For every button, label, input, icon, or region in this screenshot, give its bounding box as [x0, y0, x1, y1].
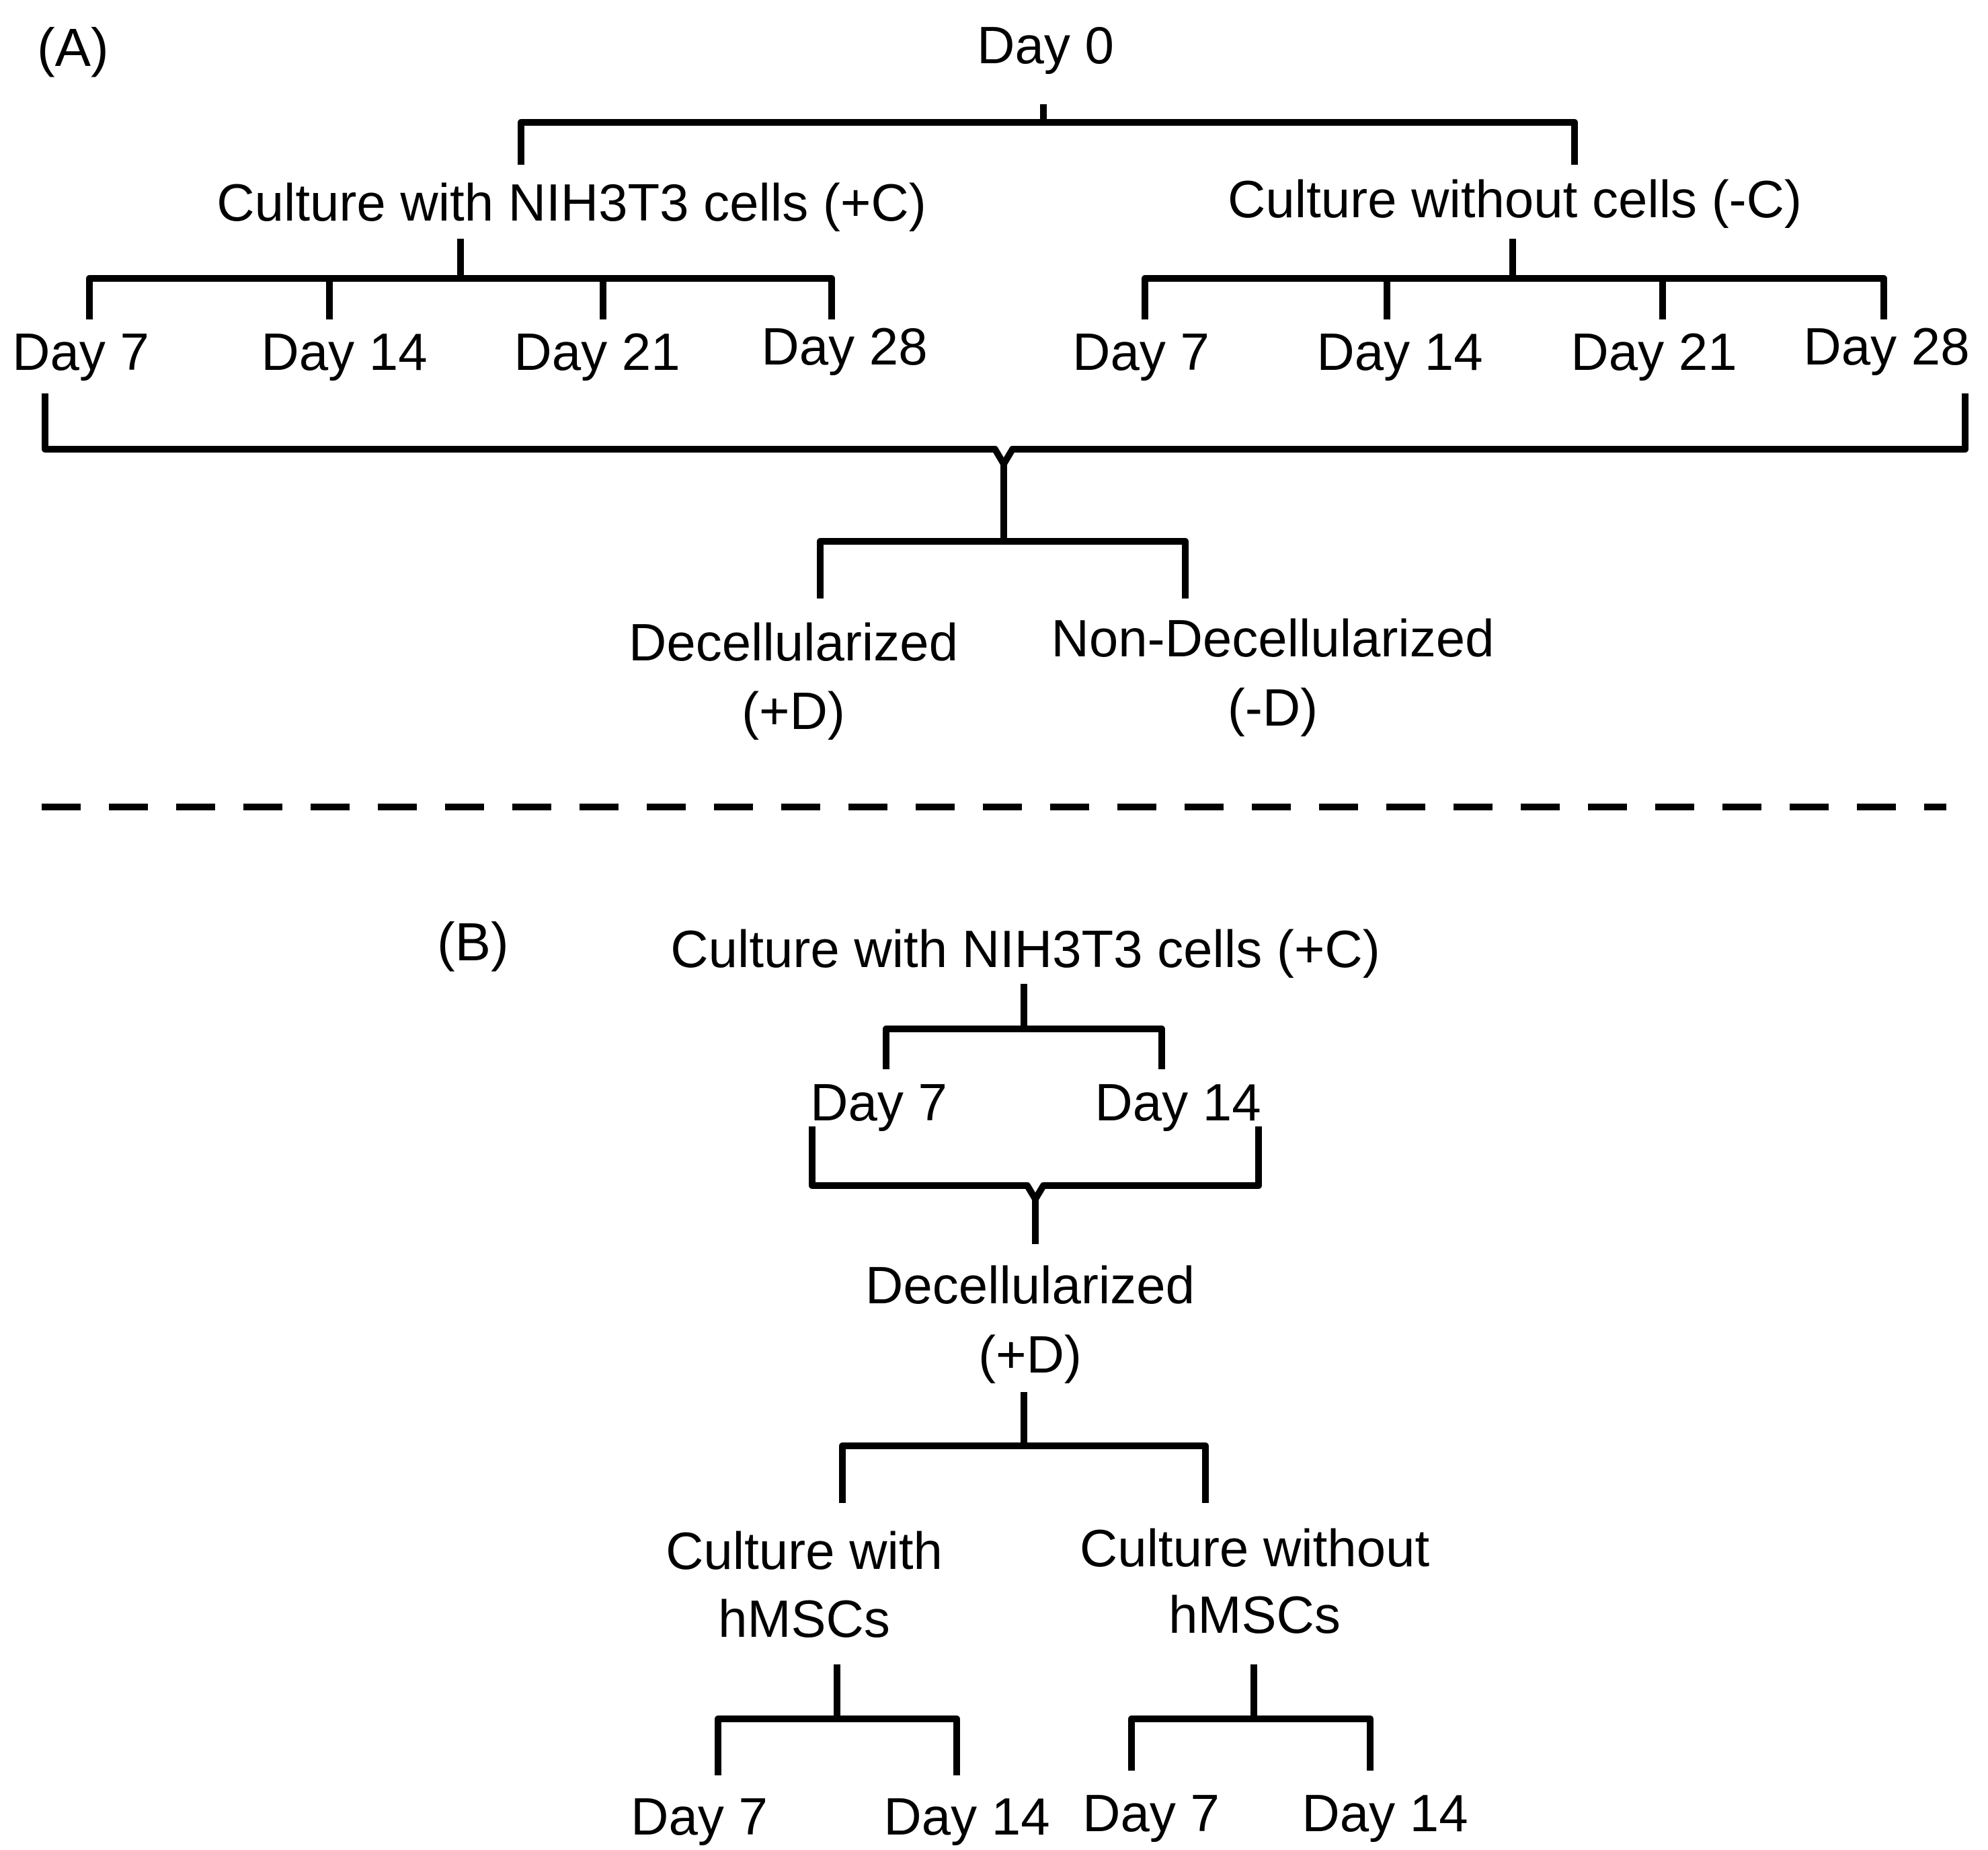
- panel-b-label: (B): [437, 912, 509, 972]
- node-b-day: Day 14: [1095, 1073, 1261, 1132]
- node-without-cells-day: Day 21: [1570, 322, 1737, 381]
- bracket-with-cells: [86, 239, 835, 319]
- node-without-cells-day: Day 14: [1316, 322, 1483, 381]
- node-culture-without-hmscs-line2: hMSCs: [1168, 1585, 1341, 1644]
- node-decellularized: Decellularized: [629, 613, 958, 672]
- bracket-b-decell: [809, 1126, 1262, 1244]
- node-without-cells-day: Day 7: [1072, 322, 1209, 381]
- node-culture-without-hmscs: Culture without: [1079, 1518, 1430, 1578]
- node-without-cells-day: Day 28: [1803, 317, 1970, 376]
- panel-a-label: (A): [37, 17, 109, 77]
- bracket-without-cells: [1142, 239, 1887, 319]
- node-non-decellularized-code: (-D): [1227, 678, 1318, 737]
- bracket-treatment: [817, 538, 1189, 599]
- bracket-all-days: [42, 393, 1969, 543]
- node-with-cells-day: Day 7: [12, 322, 149, 381]
- node-non-decellularized: Non-Decellularized: [1051, 609, 1495, 668]
- bracket-b-days: [883, 984, 1165, 1069]
- node-with-cells-day: Day 21: [514, 322, 680, 381]
- node-without-hmscs-day: Day 7: [1082, 1783, 1220, 1843]
- node-culture-with-hmscs: Culture with: [666, 1521, 943, 1580]
- node-with-hmscs-day: Day 7: [631, 1787, 768, 1846]
- bracket-day0: [518, 104, 1578, 165]
- node-decellularized-code: (+D): [742, 681, 845, 740]
- bracket-b-hmscs: [839, 1392, 1209, 1503]
- node-b-culture-with-cells: Culture with NIH3T3 cells (+C): [670, 919, 1380, 978]
- bracket-b-without-hmscs: [1128, 1664, 1374, 1771]
- node-without-hmscs-day: Day 14: [1302, 1783, 1468, 1843]
- node-culture-with-hmscs-line2: hMSCs: [718, 1589, 890, 1648]
- node-culture-without-cells: Culture without cells (-C): [1228, 169, 1802, 229]
- node-with-hmscs-day: Day 14: [883, 1787, 1050, 1846]
- node-b-day: Day 7: [810, 1073, 947, 1132]
- bracket-b-with-hmscs: [715, 1664, 960, 1775]
- node-with-cells-day: Day 28: [761, 317, 928, 376]
- node-with-cells-day: Day 14: [261, 322, 428, 381]
- node-b-decellularized: Decellularized: [865, 1256, 1195, 1315]
- node-culture-with-cells: Culture with NIH3T3 cells (+C): [216, 173, 926, 232]
- node-b-decellularized-code: (+D): [978, 1325, 1082, 1384]
- node-day-0: Day 0: [977, 15, 1114, 75]
